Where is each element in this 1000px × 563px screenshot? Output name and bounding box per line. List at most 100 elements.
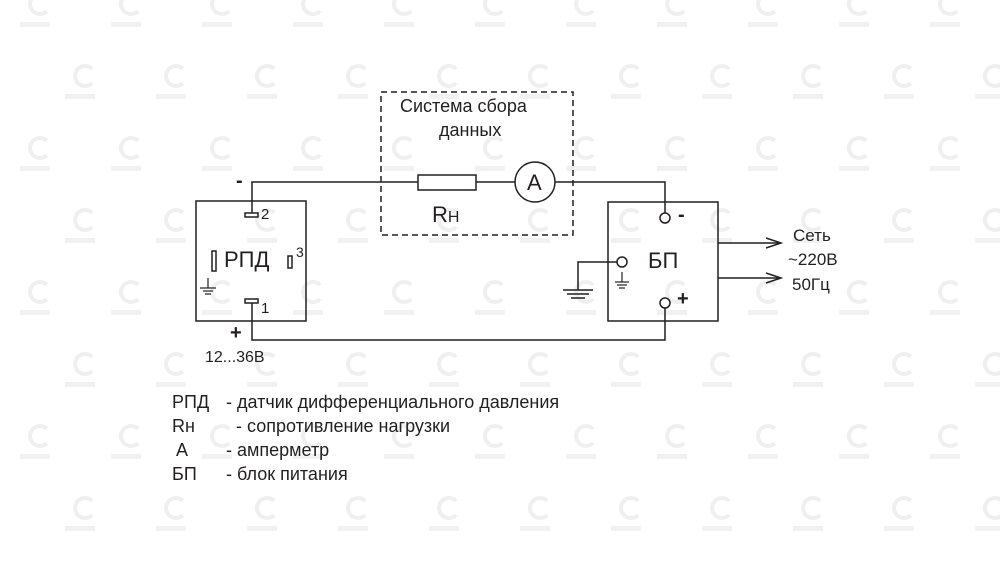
watermark-mark (566, 454, 596, 459)
watermark-mark (975, 94, 1000, 99)
legend-abbr: БП (172, 464, 197, 484)
external-ground-icon (563, 289, 593, 299)
mains-label: Сеть (793, 226, 831, 245)
watermark-logo-icon (483, 424, 507, 448)
watermark-mark (975, 382, 1000, 387)
watermark-mark (975, 238, 1000, 243)
watermark-logo-icon (528, 208, 552, 232)
watermark-logo-icon (619, 352, 643, 376)
watermark-mark (657, 310, 687, 315)
watermark-mark (930, 454, 960, 459)
watermark-logo-icon (574, 424, 598, 448)
watermark-mark (475, 454, 505, 459)
watermark-mark (65, 526, 95, 531)
watermark-logo-icon (801, 64, 825, 88)
legend-desc: - амперметр (226, 440, 330, 460)
watermark-mark (65, 382, 95, 387)
watermark-logo-icon (574, 0, 598, 16)
sensor-pin2-label: 2 (261, 206, 270, 223)
watermark-logo-icon (710, 208, 734, 232)
watermark-mark (520, 238, 550, 243)
watermark-logo-icon (301, 136, 325, 160)
watermark-mark (202, 310, 232, 315)
watermark-mark (384, 454, 414, 459)
watermark-logo-icon (210, 280, 234, 304)
watermark-mark (611, 238, 641, 243)
watermark-logo-icon (847, 136, 871, 160)
watermark-mark (156, 526, 186, 531)
watermark-logo-icon (392, 280, 416, 304)
watermark-mark (247, 382, 277, 387)
watermark-logo-icon (255, 64, 279, 88)
psu-label: БП (648, 248, 679, 273)
sensor-minus-label: - (236, 170, 243, 192)
watermark-mark (247, 526, 277, 531)
psu-plus-terminal (659, 297, 671, 309)
watermark-logo-icon (665, 0, 689, 16)
daq-box (380, 91, 574, 236)
watermark-logo-icon (938, 0, 962, 16)
watermark-mark (657, 22, 687, 27)
watermark-mark (293, 22, 323, 27)
watermark-logo-icon (756, 0, 780, 16)
watermark-logo-icon (255, 208, 279, 232)
watermark-mark (884, 526, 914, 531)
watermark-logo-icon (801, 496, 825, 520)
watermark-logo-icon (756, 424, 780, 448)
watermark-logo-icon (119, 280, 143, 304)
resistor-letter: R (432, 202, 448, 227)
watermark-logo-icon (255, 496, 279, 520)
watermark-logo-icon (164, 64, 188, 88)
watermark-logo-icon (847, 280, 871, 304)
watermark-mark (247, 238, 277, 243)
psu-ground-terminal (616, 256, 628, 268)
watermark-logo-icon (437, 496, 461, 520)
watermark-logo-icon (983, 208, 1000, 232)
watermark-mark (20, 310, 50, 315)
watermark-mark (20, 166, 50, 171)
negative-wire (251, 181, 418, 213)
watermark-logo-icon (938, 280, 962, 304)
legend-desc: - блок питания (226, 464, 348, 484)
watermark-mark (384, 22, 414, 27)
watermark-logo-icon (119, 136, 143, 160)
watermark-logo-icon (574, 136, 598, 160)
mains-frequency-label: 50Гц (792, 275, 830, 294)
watermark-mark (247, 94, 277, 99)
watermark-logo-icon (801, 352, 825, 376)
watermark-mark (793, 238, 823, 243)
watermark-mark (793, 94, 823, 99)
watermark-mark (293, 454, 323, 459)
watermark-mark (520, 94, 550, 99)
watermark-logo-icon (801, 208, 825, 232)
watermark-mark (384, 310, 414, 315)
watermark-logo-icon (210, 136, 234, 160)
watermark-mark (202, 22, 232, 27)
watermark-logo-icon (665, 424, 689, 448)
watermark-logo-icon (392, 136, 416, 160)
psu-minus-label: - (678, 204, 685, 226)
sensor-pin1-label: 1 (261, 300, 270, 317)
watermark-logo-icon (710, 352, 734, 376)
watermark-logo-icon (28, 424, 52, 448)
watermark-logo-icon (983, 352, 1000, 376)
watermark-logo-icon (28, 280, 52, 304)
legend-item: A- амперметр (172, 440, 329, 461)
watermark-logo-icon (619, 208, 643, 232)
watermark-mark (338, 94, 368, 99)
sensor-box (195, 200, 307, 322)
watermark-logo-icon (164, 208, 188, 232)
watermark-mark (748, 454, 778, 459)
watermark-logo-icon (665, 280, 689, 304)
watermark-mark (429, 94, 459, 99)
watermark-logo-icon (301, 280, 325, 304)
watermark-mark (384, 166, 414, 171)
watermark-mark (111, 454, 141, 459)
watermark-mark (793, 526, 823, 531)
watermark-logo-icon (483, 280, 507, 304)
watermark-mark (657, 166, 687, 171)
watermark-logo-icon (619, 496, 643, 520)
watermark-mark (566, 22, 596, 27)
